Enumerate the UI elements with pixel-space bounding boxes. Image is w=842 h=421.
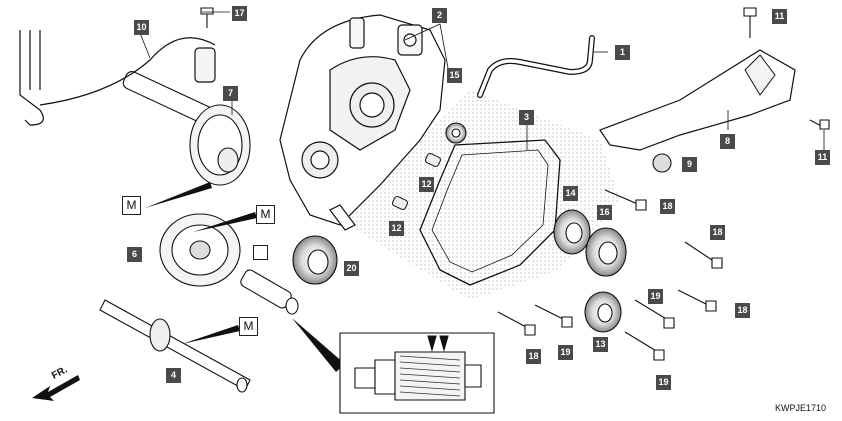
lube-mark-lower: M	[239, 317, 258, 336]
callout-20: 20	[344, 261, 359, 276]
callout-5	[253, 245, 268, 260]
bearing-13	[585, 292, 621, 332]
front-arrow	[32, 375, 80, 401]
callout-14: 14	[563, 186, 578, 201]
callout-8: 8	[720, 134, 735, 149]
callout-11-right: 11	[815, 150, 830, 165]
callout-3: 3	[519, 110, 534, 125]
callout-12-lower: 12	[389, 221, 404, 236]
callout-19-b: 19	[558, 345, 573, 360]
callout-9: 9	[682, 157, 697, 172]
inset-leader	[292, 318, 345, 372]
callout-2: 2	[432, 8, 447, 23]
bolts	[201, 8, 829, 360]
collar	[653, 154, 671, 172]
gasket-shade	[340, 90, 620, 300]
main-shaft	[100, 300, 250, 392]
drawing-code: KWPJE1710	[774, 403, 826, 413]
detail-inset	[340, 333, 494, 413]
bearing-14	[554, 210, 590, 254]
dowel-pins	[392, 153, 442, 211]
callout-13: 13	[593, 337, 608, 352]
counter-shaft	[121, 70, 250, 185]
lube-leaders	[145, 182, 257, 344]
callout-18-a: 18	[660, 199, 675, 214]
callout-10: 10	[134, 20, 149, 35]
callout-18-d: 18	[526, 349, 541, 364]
callout-18-c: 18	[735, 303, 750, 318]
bearing-16	[586, 228, 626, 276]
callout-17: 17	[232, 6, 247, 21]
callout-11-top: 11	[772, 9, 787, 24]
callout-12-upper: 12	[419, 177, 434, 192]
drive-pinion	[239, 268, 298, 314]
crankcase-cover	[280, 15, 445, 230]
lube-mark-upper: M	[122, 196, 141, 215]
callout-18-b: 18	[710, 225, 725, 240]
sensor-harness	[20, 30, 215, 125]
callout-19-a: 19	[648, 289, 663, 304]
oil-seal-15	[446, 123, 466, 143]
callout-4: 4	[166, 368, 181, 383]
callout-7: 7	[223, 86, 238, 101]
callout-15: 15	[447, 68, 462, 83]
callout-1: 1	[615, 45, 630, 60]
lube-mark-middle: M	[256, 205, 275, 224]
callout-6: 6	[127, 247, 142, 262]
gear-6	[160, 214, 240, 286]
callout-19-c: 19	[656, 375, 671, 390]
bearing-20	[293, 236, 337, 284]
callout-16: 16	[597, 205, 612, 220]
gasket	[420, 140, 560, 285]
bracket	[600, 50, 795, 150]
